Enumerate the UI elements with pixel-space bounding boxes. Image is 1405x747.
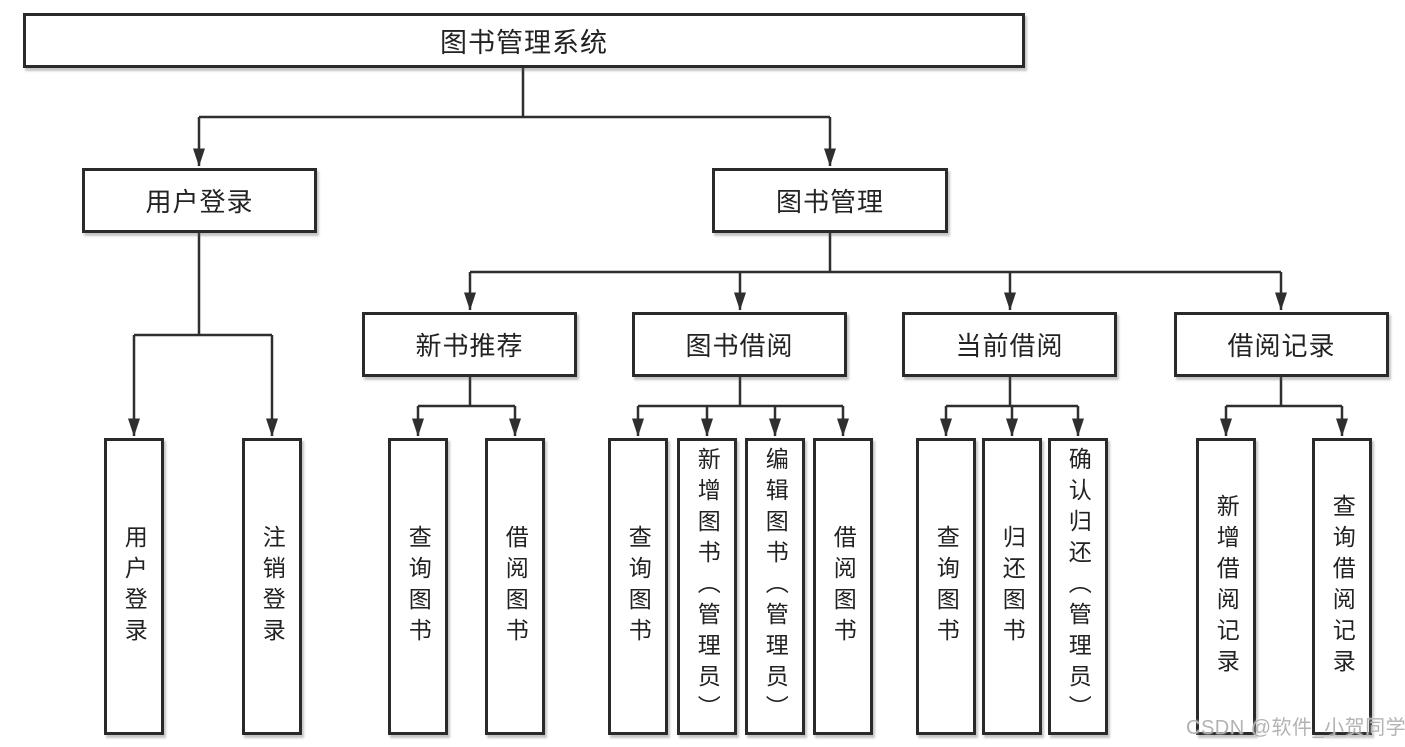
leaf-logout-label: 注销登录 bbox=[259, 524, 286, 649]
node-root: 图书管理系统 bbox=[23, 13, 1025, 68]
leaf-newrec-query-books-label: 查询图书 bbox=[405, 524, 432, 649]
leaf-user-login: 用户登录 bbox=[104, 438, 164, 735]
rail-login bbox=[134, 233, 272, 337]
leaf-query-borrow-record: 查询借阅记录 bbox=[1312, 438, 1372, 735]
leaf-query-borrow-record-label: 查询借阅记录 bbox=[1329, 493, 1356, 680]
leaf-add-books-admin: 新增图书（管理员） bbox=[677, 438, 737, 735]
node-user-login-label: 用户登录 bbox=[145, 187, 254, 217]
node-new-book-recommend-label: 新书推荐 bbox=[415, 331, 524, 361]
rail-records bbox=[1226, 377, 1342, 408]
node-user-login: 用户登录 bbox=[82, 168, 317, 233]
watermark: CSDN @软件_小贺同学 bbox=[1186, 717, 1405, 739]
leaf-user-login-label: 用户登录 bbox=[121, 524, 148, 649]
leaf-borrow-books-label: 借阅图书 bbox=[830, 524, 857, 649]
leaf-return-books-label: 归还图书 bbox=[999, 524, 1026, 649]
node-current-borrow: 当前借阅 bbox=[902, 312, 1117, 377]
leaf-add-borrow-record-label: 新增借阅记录 bbox=[1213, 493, 1240, 680]
leaf-borrow-query-books: 查询图书 bbox=[608, 438, 668, 735]
node-book-management-label: 图书管理 bbox=[775, 187, 884, 217]
leaf-current-query-books: 查询图书 bbox=[916, 438, 976, 735]
leaf-borrow-query-books-label: 查询图书 bbox=[625, 524, 652, 649]
node-borrow-records: 借阅记录 bbox=[1174, 312, 1389, 377]
leaf-logout: 注销登录 bbox=[242, 438, 302, 735]
rail-current bbox=[946, 377, 1078, 408]
node-book-management: 图书管理 bbox=[712, 168, 948, 233]
node-borrow-records-label: 借阅记录 bbox=[1227, 331, 1336, 361]
leaf-edit-books-admin: 编辑图书（管理员） bbox=[745, 438, 805, 735]
leaf-add-borrow-record: 新增借阅记录 bbox=[1196, 438, 1256, 735]
rail-newbook bbox=[418, 377, 515, 408]
node-book-borrow-label: 图书借阅 bbox=[685, 331, 794, 361]
leaf-newrec-query-books: 查询图书 bbox=[388, 438, 448, 735]
leaf-confirm-return-admin: 确认归还（管理员） bbox=[1048, 438, 1108, 735]
node-new-book-recommend: 新书推荐 bbox=[362, 312, 577, 377]
rail-root bbox=[199, 68, 830, 119]
leaf-confirm-return-admin-label: 确认归还（管理员） bbox=[1065, 447, 1092, 726]
rail-mgmt bbox=[470, 233, 1281, 274]
leaf-borrow-books: 借阅图书 bbox=[813, 438, 873, 735]
leaf-add-books-admin-label: 新增图书（管理员） bbox=[694, 447, 721, 726]
leaf-current-query-books-label: 查询图书 bbox=[933, 524, 960, 649]
node-root-label: 图书管理系统 bbox=[440, 28, 608, 58]
leaf-edit-books-admin-label: 编辑图书（管理员） bbox=[762, 447, 789, 726]
leaf-newrec-borrow-books: 借阅图书 bbox=[485, 438, 545, 735]
leaf-return-books: 归还图书 bbox=[982, 438, 1042, 735]
node-current-borrow-label: 当前借阅 bbox=[955, 331, 1064, 361]
leaf-newrec-borrow-books-label: 借阅图书 bbox=[502, 524, 529, 649]
rail-borrow bbox=[638, 377, 843, 408]
node-book-borrow: 图书借阅 bbox=[632, 312, 847, 377]
